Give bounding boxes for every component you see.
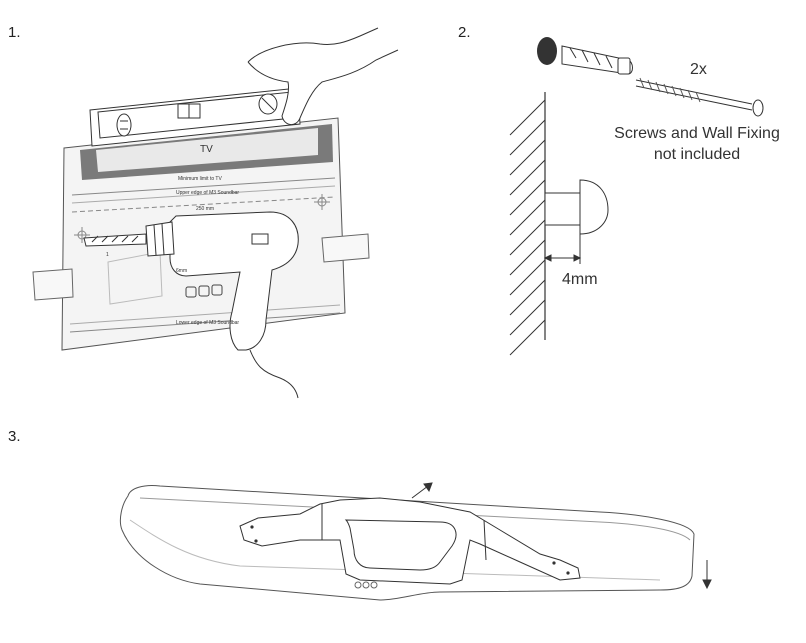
step-1-illustration [32,27,399,399]
drill-body [169,211,299,351]
drill-bit-spiral [91,235,139,243]
drill-trigger [251,233,269,245]
drilled-hole-dot [537,37,557,65]
screw [635,77,764,117]
step-3-illustration [119,482,712,601]
push-arrow [411,485,429,499]
drill-chuck [145,221,175,257]
drill-chuck-ridge-2 [161,223,165,256]
screw-head [579,179,609,235]
template-button-row [185,284,223,298]
level-vial-center [177,103,201,119]
screws-note-line1: Screws and Wall Fixing [614,125,780,142]
push-arrow-head [423,482,433,493]
template-tv-area [96,128,318,172]
template-line-upper-2 [71,185,336,204]
template-small-label: 6mm [176,268,187,274]
step-2-number: 2. [458,24,471,41]
gap-label: 4mm [562,271,598,288]
drill-chuck-ridge-1 [153,224,157,256]
template-crosshair-right [314,194,330,210]
template-hole-label: 1 [106,252,109,258]
template-crosshair-left [74,227,90,243]
gap-arrow-left [543,254,552,262]
step-2-illustration [509,37,764,356]
drill-cable [249,349,299,399]
bracket-fold-right [483,519,487,561]
step-1-number: 1. [8,24,21,41]
screw-quantity-label: 2x [690,61,707,78]
drill-bit [83,233,147,247]
soundbar-buttons [354,581,378,589]
template-lower-edge-label: Lower edge of M3 Soundbar [176,320,239,326]
template-line-mid [71,196,336,213]
template-line-lower [69,312,341,333]
template-min-limit-label: Minimum limit to TV [178,176,222,182]
wall-plug [561,45,633,75]
gap-arrow-right [573,254,582,262]
template-upper-edge-label: Upper edge of M3 Soundbar [176,190,239,196]
screws-note-line2: not included [654,146,740,163]
template-line-upper [71,177,336,196]
soundbar-front-edge [129,519,661,581]
hand-on-level [247,27,399,125]
template-bracket-sketch [107,251,163,305]
template-distance-label: 250 mm [196,206,214,212]
bracket-handle-cutout [344,519,457,571]
level-vial-left [116,113,132,137]
bracket-mount-holes [250,525,570,575]
screw-shank [544,192,581,226]
tape-right [321,233,370,263]
level-vial-right [258,93,278,115]
tape-left [32,268,74,301]
wall-hatching [509,99,546,356]
template-line-lower-2 [69,304,341,325]
soundbar-top-edge [139,497,691,541]
step-3-number: 3. [8,428,21,445]
template-tv-label: TV [200,144,213,155]
down-arrow-head [702,579,712,590]
